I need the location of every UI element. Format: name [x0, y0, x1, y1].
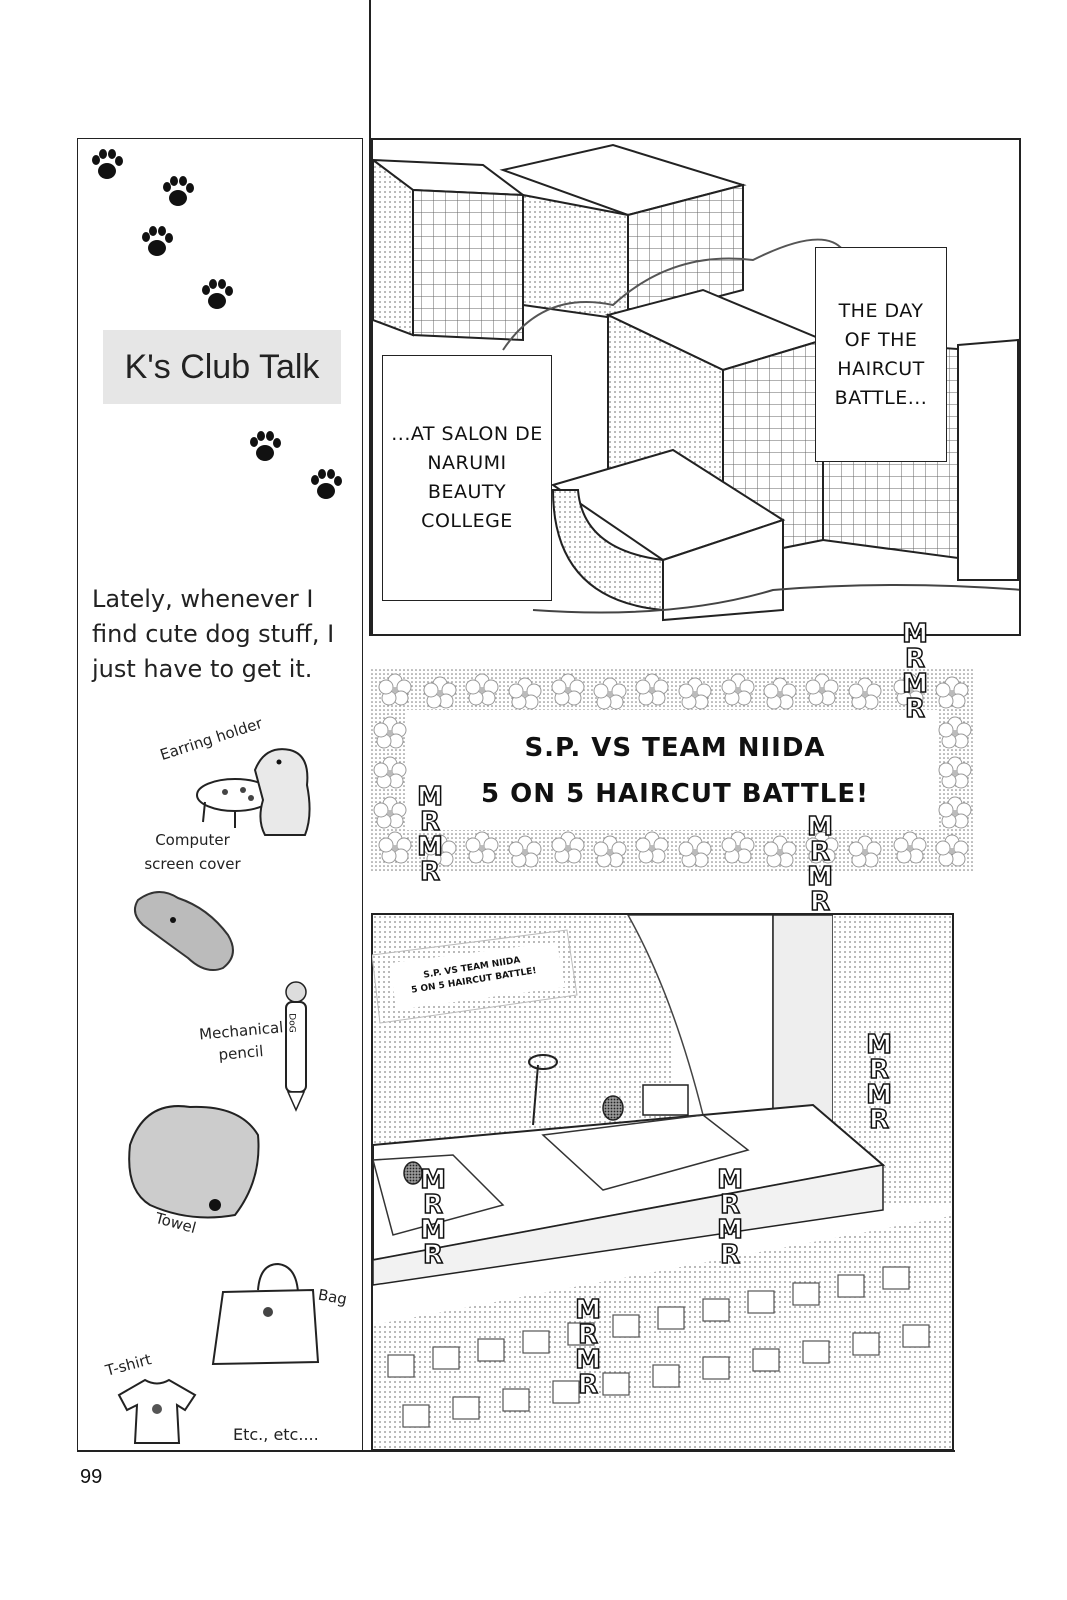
- paw-icon: [202, 279, 233, 309]
- paw-icon: [250, 431, 281, 461]
- flower-banner-border: [370, 668, 975, 873]
- club-talk-title: K's Club Talk: [103, 330, 341, 404]
- dog-bag-icon: [211, 1262, 320, 1366]
- panel-gutter-line: [369, 0, 371, 636]
- dog-pencil-icon: [285, 981, 307, 1112]
- page-bottom-rule: [77, 1450, 955, 1452]
- banner-line-2: 5 ON 5 HAIRCUT BATTLE!: [481, 779, 869, 809]
- dog-tshirt-icon: [117, 1378, 197, 1444]
- paw-icon: [142, 226, 173, 256]
- etc-text: Etc., etc....: [233, 1425, 319, 1444]
- dog-screen-cover-icon: [133, 891, 234, 971]
- paw-icon: [92, 149, 123, 179]
- auditorium-illustration: [373, 915, 952, 1449]
- caption-day-of-battle: THE DAY OF THE HAIRCUT BATTLE...: [815, 247, 947, 462]
- mini-banner-border: [372, 929, 578, 1024]
- banner-line-1: S.P. VS TEAM NIIDA: [524, 733, 826, 763]
- page-number: 99: [80, 1466, 103, 1488]
- earring-holder-dog-icon: [196, 748, 311, 836]
- item-label-screen-cover: Computer screen cover: [144, 831, 241, 873]
- paw-icon: [163, 176, 194, 206]
- dog-towel-icon: [128, 1105, 260, 1219]
- sidebar-text: Lately, whenever I find cute dog stuff, …: [92, 585, 335, 683]
- paw-icon: [311, 469, 342, 499]
- battle-banner-title: S.P. VS TEAM NIIDA 5 ON 5 HAIRCUT BATTLE…: [415, 725, 935, 817]
- pencil-text: DoG: [286, 1013, 297, 1033]
- caption-salon-college: ...AT SALON DE NARUMI BEAUTY COLLEGE: [382, 355, 552, 601]
- item-label-mechanical-pencil: Mechanical pencil: [198, 1018, 285, 1064]
